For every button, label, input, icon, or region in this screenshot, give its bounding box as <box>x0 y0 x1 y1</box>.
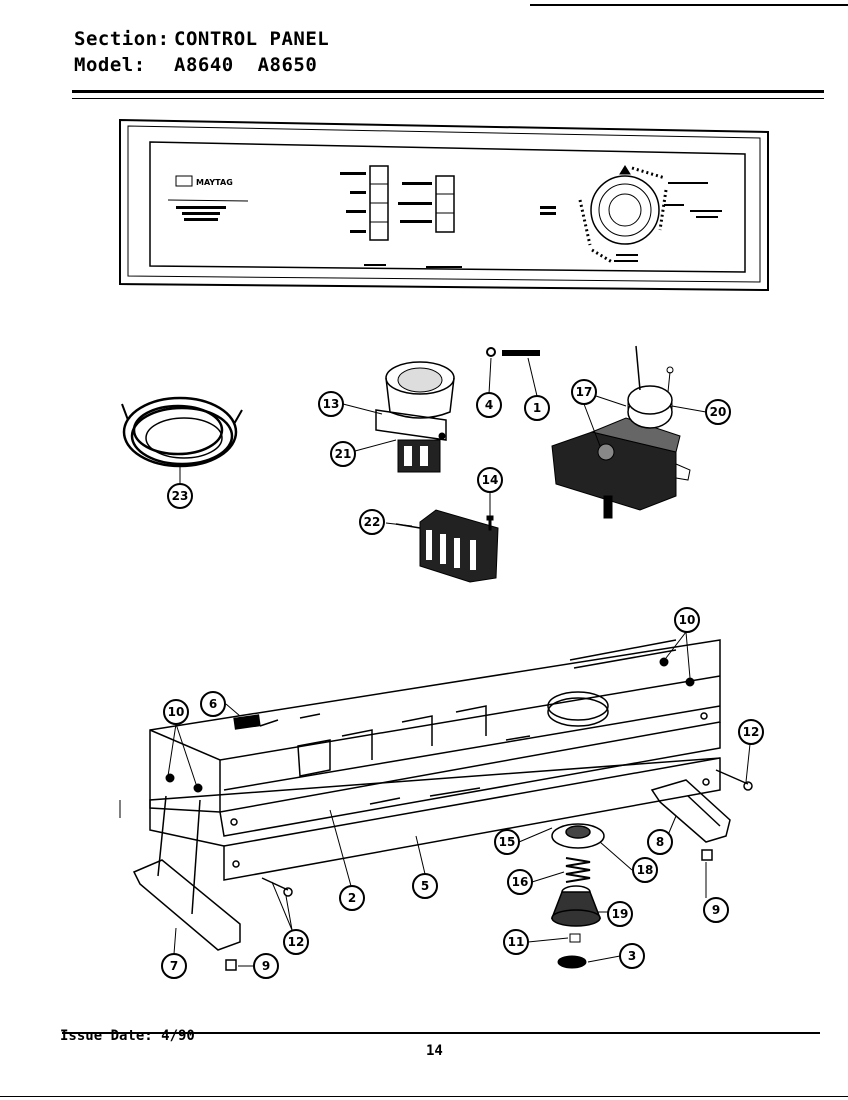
svg-text:10: 10 <box>679 613 696 627</box>
section-line: Section:CONTROL PANEL <box>74 26 329 52</box>
svg-text:6: 6 <box>209 697 217 711</box>
callout-4: 4 <box>476 392 502 418</box>
callout-19: 19 <box>607 901 633 927</box>
part-22-switch-block <box>395 509 499 583</box>
part-18-dial-skirt <box>551 823 605 849</box>
callout-17: 17 <box>571 379 597 405</box>
svg-text:17: 17 <box>576 385 593 399</box>
svg-text:4: 4 <box>485 398 493 412</box>
part-6-clip <box>233 714 261 730</box>
callout-14: 14 <box>477 467 503 493</box>
svg-text:19: 19 <box>612 907 629 921</box>
svg-text:2: 2 <box>348 891 356 905</box>
svg-text:1: 1 <box>533 401 541 415</box>
callout-10a: 10 <box>674 607 700 633</box>
header-rule-thin <box>72 98 824 99</box>
svg-text:22: 22 <box>364 515 381 529</box>
svg-text:10: 10 <box>168 705 185 719</box>
svg-text:14: 14 <box>482 473 499 487</box>
callout-11: 11 <box>503 929 529 955</box>
svg-text:21: 21 <box>335 447 352 461</box>
callout-2: 2 <box>339 885 365 911</box>
callout-15: 15 <box>494 829 520 855</box>
svg-text:8: 8 <box>656 835 664 849</box>
part-23-wire-harness <box>121 396 243 468</box>
callout-9a: 9 <box>703 897 729 923</box>
svg-text:5: 5 <box>421 879 429 893</box>
issue-date: Issue Date: 4/90 <box>60 1028 195 1044</box>
svg-text:3: 3 <box>628 949 636 963</box>
part-4-ring <box>486 347 496 357</box>
model-line: Model: A8640 A8650 <box>74 52 329 78</box>
part-8-bracket <box>650 779 731 843</box>
svg-text:9: 9 <box>262 959 270 973</box>
section-value: CONTROL PANEL <box>174 28 330 50</box>
footer-rule <box>62 1032 820 1034</box>
control-panel-front: MAYTAG <box>119 118 769 292</box>
callout-22: 22 <box>359 509 385 535</box>
svg-text:16: 16 <box>512 875 529 889</box>
svg-text:12: 12 <box>288 935 305 949</box>
part-13-pressure-switch <box>375 361 455 473</box>
part-9-clip <box>225 849 713 971</box>
callout-markers: 1 2 3 4 5 6 7 8 9 9 10 10 11 12 12 13 14… <box>161 379 764 979</box>
part-5-front-rail <box>149 757 721 881</box>
svg-text:18: 18 <box>637 863 654 877</box>
callout-20: 20 <box>705 399 731 425</box>
callout-8: 8 <box>647 829 673 855</box>
svg-text:20: 20 <box>710 405 727 419</box>
part-1-strip <box>502 350 540 356</box>
callout-10b: 10 <box>163 699 189 725</box>
callout-1: 1 <box>524 395 550 421</box>
top-edge-line <box>530 4 848 6</box>
part-17-timer <box>551 345 691 519</box>
callout-12b: 12 <box>283 929 309 955</box>
callout-18: 18 <box>632 857 658 883</box>
callout-5: 5 <box>412 873 438 899</box>
svg-text:7: 7 <box>170 959 178 973</box>
part-19-knob <box>550 885 602 927</box>
callout-9b: 9 <box>253 953 279 979</box>
callout-6: 6 <box>200 691 226 717</box>
svg-text:9: 9 <box>712 903 720 917</box>
part-11-clip <box>569 933 581 943</box>
section-key: Section: <box>74 28 170 50</box>
callout-3: 3 <box>619 943 645 969</box>
callout-23: 23 <box>167 483 193 509</box>
callout-21: 21 <box>330 441 356 467</box>
header-rule <box>72 90 824 93</box>
callout-7: 7 <box>161 953 187 979</box>
bottom-edge-line <box>0 1096 848 1097</box>
svg-text:15: 15 <box>499 835 516 849</box>
page-header: Section:CONTROL PANEL Model: A8640 A8650 <box>74 26 329 78</box>
part-16-spring <box>565 857 591 883</box>
callout-13: 13 <box>318 391 344 417</box>
part-2-console-frame <box>149 639 721 837</box>
part-7-bracket <box>132 795 241 951</box>
callout-12a: 12 <box>738 719 764 745</box>
callout-16: 16 <box>507 869 533 895</box>
leader-lines <box>167 357 751 967</box>
page-number: 14 <box>426 1043 443 1059</box>
svg-text:12: 12 <box>743 725 760 739</box>
part-12-screw <box>261 769 753 897</box>
svg-text:13: 13 <box>323 397 340 411</box>
svg-text:11: 11 <box>508 935 525 949</box>
svg-text:23: 23 <box>172 489 189 503</box>
svg-text:MAYTAG: MAYTAG <box>196 178 233 187</box>
part-3-cap <box>557 955 587 969</box>
model-key: Model: <box>74 54 146 76</box>
model-value: A8640 A8650 <box>174 54 318 76</box>
